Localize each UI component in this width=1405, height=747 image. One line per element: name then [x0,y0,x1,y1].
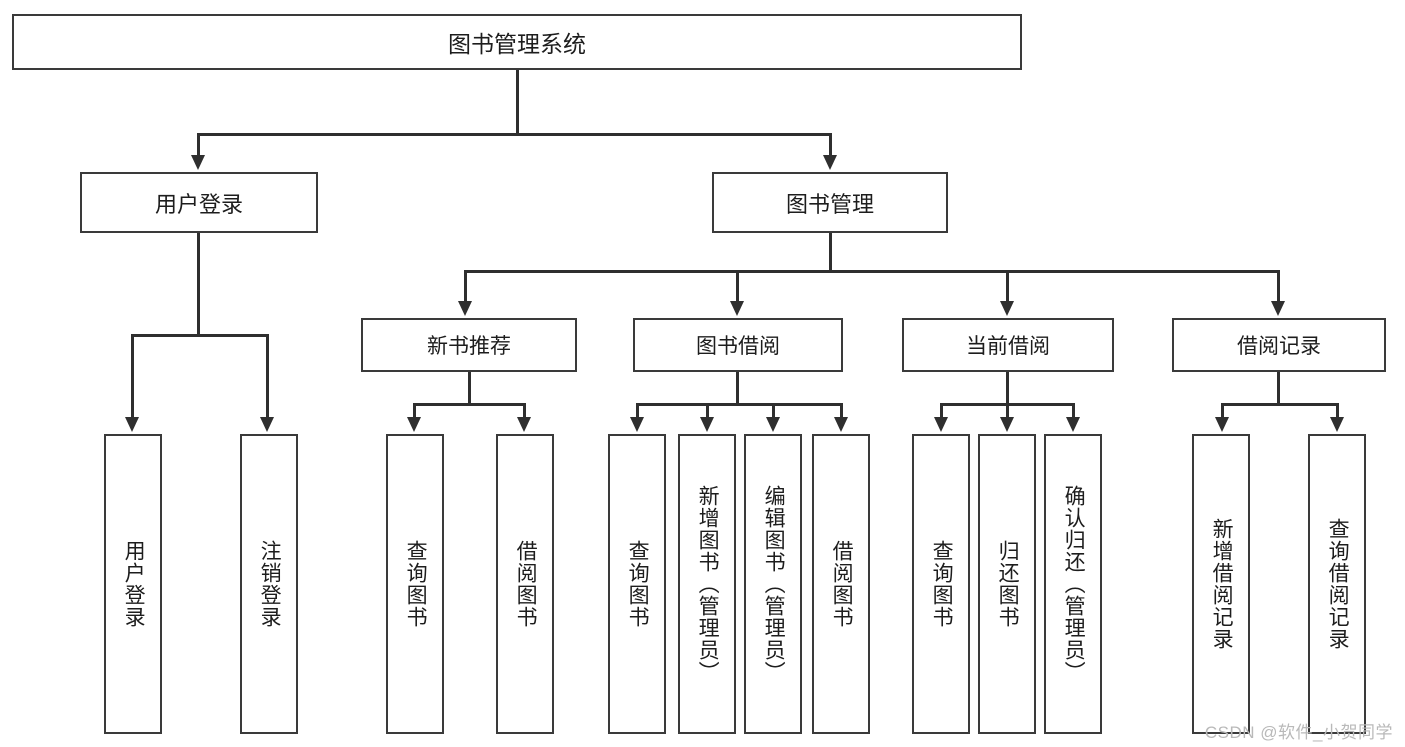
node-label: 图书管理 [785,191,874,217]
leaf-new-book-query-book[interactable]: 查询图书 [386,434,444,734]
connector-bm-to-new-book [464,270,467,302]
leaf-label: 新增图书（管理员） [696,485,720,683]
node-borrow-record[interactable]: 借阅记录 [1172,318,1386,372]
leaf-user-login-login[interactable]: 用户登录 [104,434,162,734]
connector-borrowrecord-leaf-1 [1221,403,1224,418]
node-user-login[interactable]: 用户登录 [80,172,318,233]
connector-root-stem [516,70,519,135]
node-label: 图书借阅 [696,335,780,358]
arrowhead-bm-new-book [458,301,472,316]
leaf-label: 归还图书 [996,540,1020,628]
arrowhead-newbook-leaf-2 [517,417,531,432]
connector-borrow-record-stem [1277,372,1280,406]
leaf-label: 借阅图书 [830,540,854,628]
leaf-label: 查询图书 [626,540,650,628]
leaf-current-borrow-query-book[interactable]: 查询图书 [912,434,970,734]
leaf-label: 查询图书 [930,540,954,628]
connector-new-book-stem [468,372,471,406]
connector-user-login-to-leaf-2 [266,334,269,418]
leaf-new-book-borrow-book[interactable]: 借阅图书 [496,434,554,734]
connector-root-to-user-login [197,133,200,156]
arrowhead-root-to-user-login [191,155,205,170]
leaf-label: 确认归还（管理员） [1062,485,1086,683]
connector-user-login-bar [131,334,266,337]
connector-newbook-leaf-2 [523,403,526,418]
leaf-label: 借阅图书 [514,540,538,628]
connector-newbook-leaf-1 [413,403,416,418]
connector-bookborrow-leaf-3 [772,403,775,418]
connector-bookborrow-leaf-4 [840,403,843,418]
leaf-user-login-logout[interactable]: 注销登录 [240,434,298,734]
arrowhead-newbook-leaf-1 [407,417,421,432]
connector-borrow-record-bar [1221,403,1339,406]
node-label: 当前借阅 [966,335,1050,358]
connector-bm-to-borrow-record [1277,270,1280,302]
leaf-label: 查询借阅记录 [1326,518,1350,650]
connector-book-borrow-stem [736,372,739,406]
connector-currentborrow-leaf-3 [1072,403,1075,418]
leaf-borrow-record-add-record[interactable]: 新增借阅记录 [1192,434,1250,734]
connector-book-management-stem [829,233,832,273]
connector-bm-to-current-borrow [1006,270,1009,302]
connector-new-book-bar [413,403,526,406]
arrowhead-bookborrow-leaf-1 [630,417,644,432]
leaf-label: 编辑图书（管理员） [762,485,786,683]
arrowhead-user-login-leaf-2 [260,417,274,432]
connector-root-bar [197,133,832,136]
leaf-current-borrow-return-book[interactable]: 归还图书 [978,434,1036,734]
node-root-book-management-system[interactable]: 图书管理系统 [12,14,1022,70]
arrowhead-currentborrow-leaf-3 [1066,417,1080,432]
node-current-borrow[interactable]: 当前借阅 [902,318,1114,372]
node-book-management[interactable]: 图书管理 [712,172,948,233]
leaf-book-borrow-edit-book[interactable]: 编辑图书（管理员） [744,434,802,734]
leaf-label: 注销登录 [258,540,282,628]
leaf-borrow-record-query-record[interactable]: 查询借阅记录 [1308,434,1366,734]
node-label: 用户登录 [154,191,243,217]
node-label: 新书推荐 [427,335,511,358]
arrowhead-root-to-book-management [823,155,837,170]
arrowhead-bookborrow-leaf-2 [700,417,714,432]
arrowhead-borrowrecord-leaf-1 [1215,417,1229,432]
leaf-book-borrow-query-book[interactable]: 查询图书 [608,434,666,734]
arrowhead-currentborrow-leaf-2 [1000,417,1014,432]
leaf-label: 新增借阅记录 [1210,518,1234,650]
connector-currentborrow-leaf-2 [1006,403,1009,418]
node-new-book-recommend[interactable]: 新书推荐 [361,318,577,372]
node-label: 图书管理系统 [448,31,586,57]
connector-current-borrow-stem [1006,372,1009,406]
connector-bookborrow-leaf-1 [636,403,639,418]
arrowhead-bookborrow-leaf-4 [834,417,848,432]
connector-bm-to-book-borrow [736,270,739,302]
node-label: 借阅记录 [1237,335,1321,358]
connector-bookborrow-leaf-2 [706,403,709,418]
leaf-book-borrow-borrow-book[interactable]: 借阅图书 [812,434,870,734]
connector-user-login-stem [197,233,200,337]
leaf-label: 查询图书 [404,540,428,628]
arrowhead-bookborrow-leaf-3 [766,417,780,432]
connector-currentborrow-leaf-1 [940,403,943,418]
leaf-label: 用户登录 [122,540,146,628]
arrowhead-currentborrow-leaf-1 [934,417,948,432]
arrowhead-borrowrecord-leaf-2 [1330,417,1344,432]
arrowhead-bm-current-borrow [1000,301,1014,316]
node-book-borrow[interactable]: 图书借阅 [633,318,843,372]
connector-book-borrow-bar [636,403,842,406]
leaf-current-borrow-confirm-return[interactable]: 确认归还（管理员） [1044,434,1102,734]
connector-root-to-book-management [829,133,832,156]
arrowhead-bm-book-borrow [730,301,744,316]
arrowhead-user-login-leaf-1 [125,417,139,432]
connector-user-login-to-leaf-1 [131,334,134,418]
arrowhead-bm-borrow-record [1271,301,1285,316]
leaf-book-borrow-add-book[interactable]: 新增图书（管理员） [678,434,736,734]
connector-borrowrecord-leaf-2 [1336,403,1339,418]
connector-book-management-bar [464,270,1280,273]
